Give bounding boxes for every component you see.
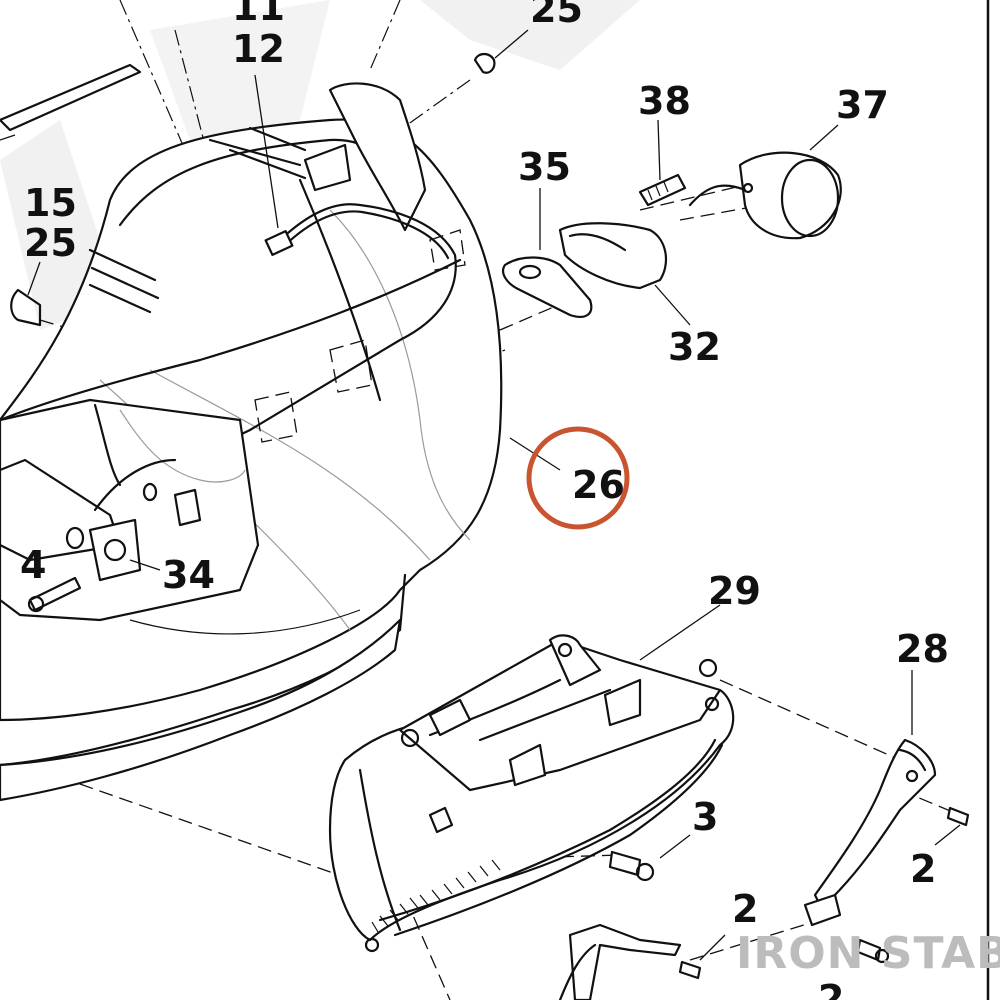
bolt-3 xyxy=(608,850,655,882)
callout-11: 11 xyxy=(232,0,285,29)
callout-labels: 11 12 25 38 37 35 15 25 32 26 4 34 29 28… xyxy=(20,0,949,1000)
callout-28: 28 xyxy=(896,627,949,671)
callout-12: 12 xyxy=(232,27,285,71)
callout-3: 3 xyxy=(692,795,718,839)
inset-detail xyxy=(0,398,260,622)
bracket-28 xyxy=(803,738,937,927)
bolt-2-right xyxy=(946,806,970,827)
clip-15-25 xyxy=(10,288,42,327)
brand-watermark: IRON STABLE xyxy=(736,928,1000,979)
callout-4: 4 xyxy=(20,543,46,587)
callout-35: 35 xyxy=(518,145,571,189)
lamp-37 xyxy=(688,151,842,240)
callout-29: 29 xyxy=(708,569,761,613)
bolt-38 xyxy=(638,173,687,207)
callout-15: 15 xyxy=(24,181,77,225)
bolt-2-bottom xyxy=(678,960,702,980)
callout-2-corner: 2 xyxy=(818,977,844,1000)
leader-lines xyxy=(27,29,961,961)
callout-32: 32 xyxy=(668,325,721,369)
callout-38: 38 xyxy=(638,79,691,123)
callout-2-bottom: 2 xyxy=(732,887,758,931)
callout-25-left: 25 xyxy=(24,221,77,265)
clip-25-top xyxy=(473,52,496,74)
highlight-circle xyxy=(526,426,630,530)
bolt-bottom-right xyxy=(856,938,890,964)
trim-strip xyxy=(0,63,142,141)
callout-26: 26 xyxy=(572,463,625,507)
callout-37: 37 xyxy=(836,83,889,127)
turn-signal-assembly xyxy=(502,151,842,318)
lower-bracket xyxy=(558,923,682,1000)
callout-34: 34 xyxy=(162,553,215,597)
callout-2-right: 2 xyxy=(910,847,936,891)
headlamp-housing xyxy=(328,634,735,953)
callout-25-top: 25 xyxy=(530,0,583,31)
